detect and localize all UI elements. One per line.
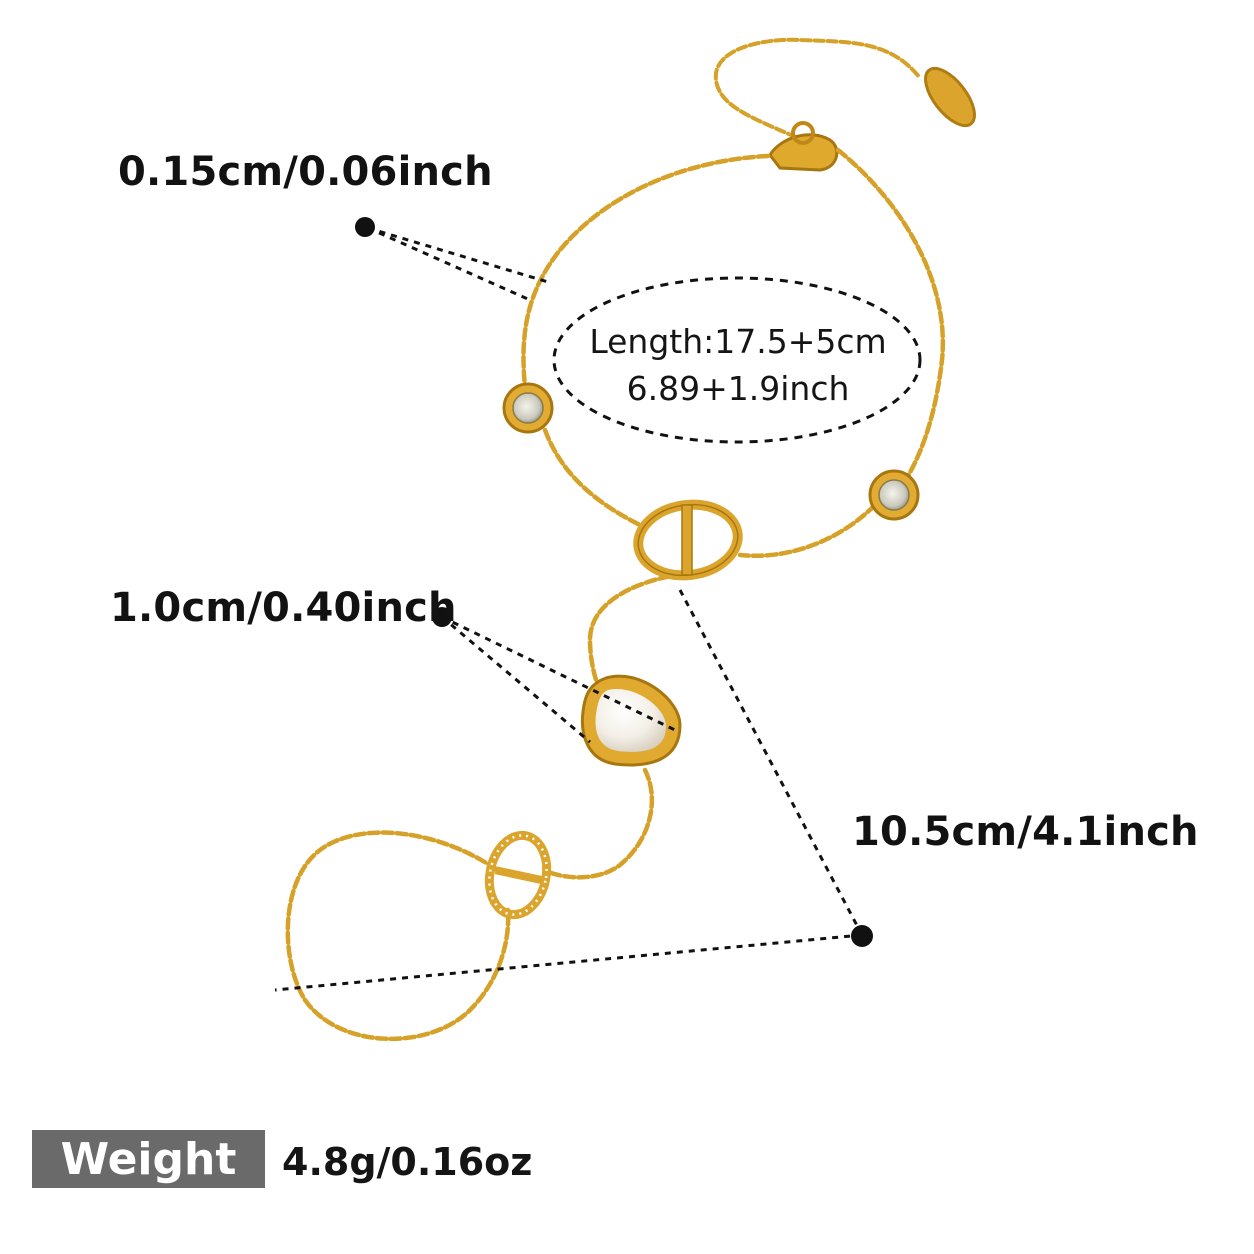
pearl-pendant <box>580 674 682 767</box>
crystal-station-right <box>868 469 920 521</box>
pave-link <box>484 830 552 920</box>
pendant-size-label: 1.0cm/0.40inch <box>110 585 457 631</box>
extender-tag <box>924 66 976 128</box>
extender-chain <box>713 37 922 150</box>
length-inch: 6.89+1.9inch <box>626 369 850 408</box>
length-cm: Length:17.5+5cm <box>589 322 887 361</box>
center-link <box>633 499 743 581</box>
length-text: Length:17.5+5cm 6.89+1.9inch <box>552 318 924 412</box>
lobster-clasp <box>768 121 839 172</box>
crystal-station-left <box>502 382 554 434</box>
dimension-endpoints <box>355 217 873 947</box>
bracelet-chain <box>285 147 946 1042</box>
length-callout <box>552 276 922 444</box>
dimension-lines <box>274 226 864 992</box>
weight-value: 4.8g/0.16oz <box>282 1140 533 1184</box>
drop-length-label: 10.5cm/4.1inch <box>852 809 1199 855</box>
chain-thickness-label: 0.15cm/0.06inch <box>118 149 493 195</box>
weight-badge: Weight <box>32 1130 265 1188</box>
